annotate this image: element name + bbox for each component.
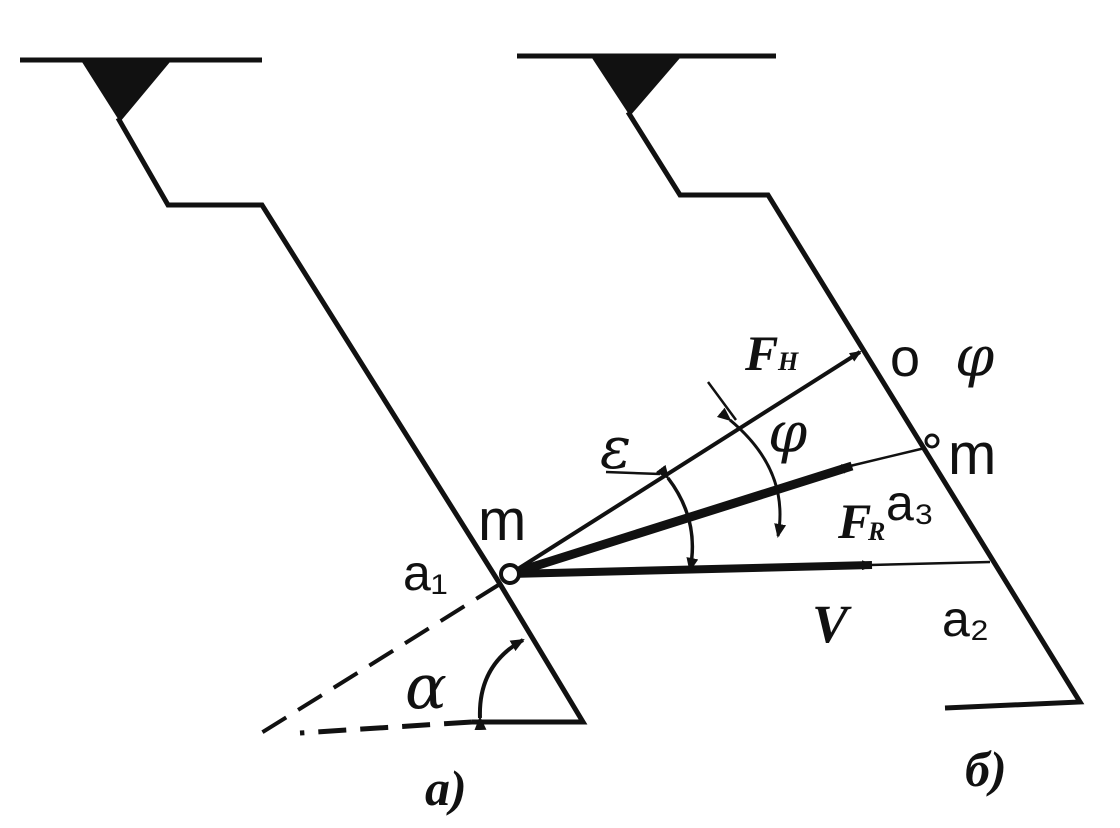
caption-b: б): [965, 741, 1007, 797]
label-m-b: m: [948, 422, 996, 487]
label-a3: a₃: [886, 475, 934, 531]
vector-fr: [508, 461, 854, 579]
label-phi: φ: [768, 401, 807, 466]
caption-a: а): [425, 760, 467, 816]
tool-a-dashed-extension: [256, 582, 502, 737]
point-m-b: [924, 433, 940, 449]
tool-a-base-line: [299, 719, 473, 736]
tool-a-profile: [20, 57, 588, 725]
label-epsilon: ε: [600, 414, 631, 482]
line-a2: [869, 560, 991, 567]
label-a1: a₁: [403, 545, 448, 601]
label-v: V: [812, 594, 852, 654]
label-fr-sub: R: [867, 517, 885, 546]
angle-phi-arc: [716, 407, 787, 538]
label-fh-sub: H: [777, 347, 799, 376]
tool-b-profile: [517, 53, 1085, 711]
angle-epsilon-arc: [655, 464, 699, 572]
label-o: o: [890, 328, 920, 388]
label-phi-top: φ: [955, 325, 994, 390]
line-a3: [849, 446, 926, 468]
label-alpha: α: [405, 650, 447, 723]
tool-b-tip-mark: [592, 58, 680, 116]
tool-a-tip-mark: [82, 62, 170, 122]
epsilon-leader: [605, 470, 661, 476]
point-m: [499, 563, 521, 585]
vector-fh: [508, 350, 862, 576]
label-m-a: m: [478, 488, 526, 553]
label-fr-main: F: [837, 493, 871, 549]
angle-alpha-arc: [474, 638, 525, 731]
label-fh-main: F: [744, 325, 778, 381]
phi-leader: [706, 381, 738, 421]
label-a2: a₂: [942, 591, 989, 647]
